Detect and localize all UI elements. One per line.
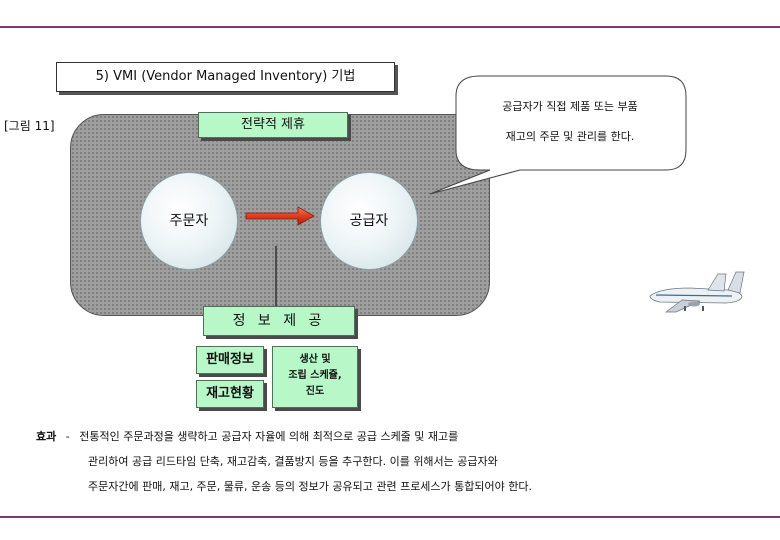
callout-text: 공급자가 직접 제품 또는 부품 재고의 주문 및 관리를 한다. <box>458 92 682 152</box>
production-schedule-box: 생산 및 조립 스케쥴, 진도 <box>272 346 358 408</box>
sales-info-box: 판매정보 <box>196 346 264 374</box>
info-provision-label: 정 보 제 공 <box>203 306 355 336</box>
schedule-line-3: 진도 <box>305 386 325 397</box>
callout-line-2: 재고의 주문 및 관리를 한다. <box>505 130 635 143</box>
effect-dash: - <box>65 430 70 443</box>
callout-line-1: 공급자가 직접 제품 또는 부품 <box>502 100 638 113</box>
section-title: 5) VMI (Vendor Managed Inventory) 기법 <box>56 62 395 92</box>
supplier-node: 공급자 <box>320 172 418 270</box>
callout-bubble <box>429 75 687 195</box>
orderer-node: 주문자 <box>140 172 238 270</box>
effect-text-1: 전통적인 주문과정을 생략하고 공급자 자율에 의해 최적으로 공급 스케줄 및… <box>79 430 459 443</box>
schedule-line-1: 생산 및 <box>299 354 331 365</box>
effect-line-2: 관리하여 공급 리드타임 단축, 재고감축, 결품방지 등을 추구한다. 이를 … <box>88 455 498 468</box>
airplane-icon <box>649 271 745 313</box>
effect-line-1: 효과 - 전통적인 주문과정을 생략하고 공급자 자율에 의해 최적으로 공급 … <box>36 424 458 449</box>
inventory-status-box: 재고현황 <box>196 380 264 408</box>
flow-arrow <box>245 206 315 226</box>
figure-label: [그림 11] <box>4 119 55 133</box>
effect-label: 효과 <box>36 430 57 443</box>
strategic-partnership-label: 전략적 제휴 <box>198 112 348 138</box>
bottom-divider <box>0 516 780 518</box>
schedule-line-2: 조립 스케쥴, <box>288 370 342 381</box>
top-divider <box>0 26 780 28</box>
effect-line-3: 주문자간에 판매, 재고, 주문, 물류, 운송 등의 정보가 공유되고 관련 … <box>88 480 532 493</box>
